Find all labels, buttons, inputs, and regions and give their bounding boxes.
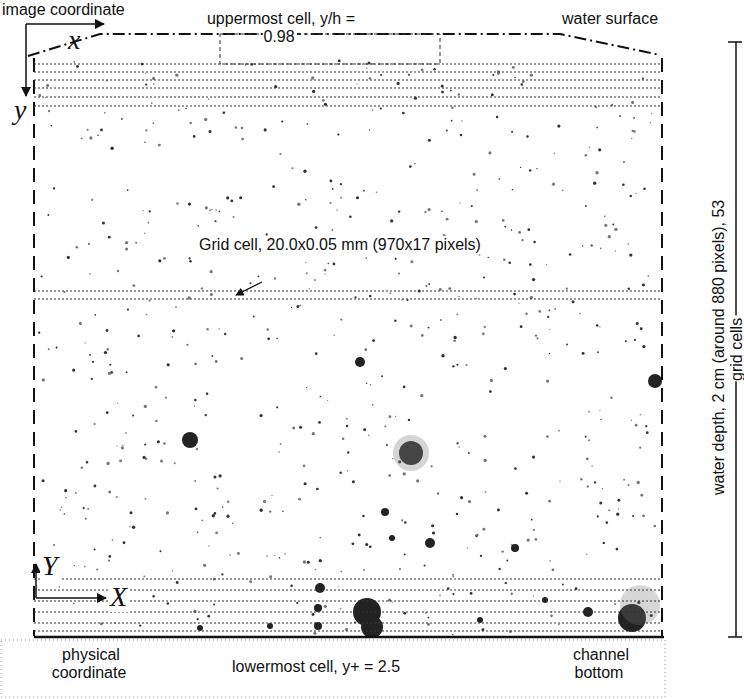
channel-bottom-line — [34, 636, 664, 639]
text-label: X — [108, 583, 138, 611]
text-label: channel bottom — [560, 646, 640, 683]
Y-axis-arrow — [35, 564, 37, 598]
text-label: image coordinate — [2, 1, 172, 19]
text-label: x — [68, 26, 98, 54]
text-label: y — [14, 96, 44, 124]
text-label: water surface — [560, 10, 690, 28]
y-axis-arrow — [25, 24, 27, 96]
particle-dots — [38, 60, 656, 636]
x-axis-arrow — [26, 23, 104, 25]
uppermost-cell-box — [220, 34, 440, 64]
bottom-frame — [1, 640, 665, 697]
text-label: uppermost cell, y/h = 0.98 — [200, 10, 360, 47]
text-label: lowermost cell, y+ = 2.5 — [230, 658, 460, 676]
X-axis-arrow — [36, 597, 106, 599]
leader-arrow — [236, 282, 262, 295]
text-label: Grid cell, 20.0x0.05 mm (970x17 pixels) — [190, 236, 490, 254]
water-surface-line — [28, 34, 660, 56]
text-label: physical coordinate — [40, 646, 140, 683]
text-label: Y — [40, 552, 70, 580]
left-border — [33, 58, 35, 636]
text-label: water depth, 2 cm (around 880 pixels), 5… — [710, 188, 744, 508]
grid-lines — [34, 64, 662, 631]
large-particles — [182, 357, 662, 638]
right-border — [661, 58, 663, 636]
